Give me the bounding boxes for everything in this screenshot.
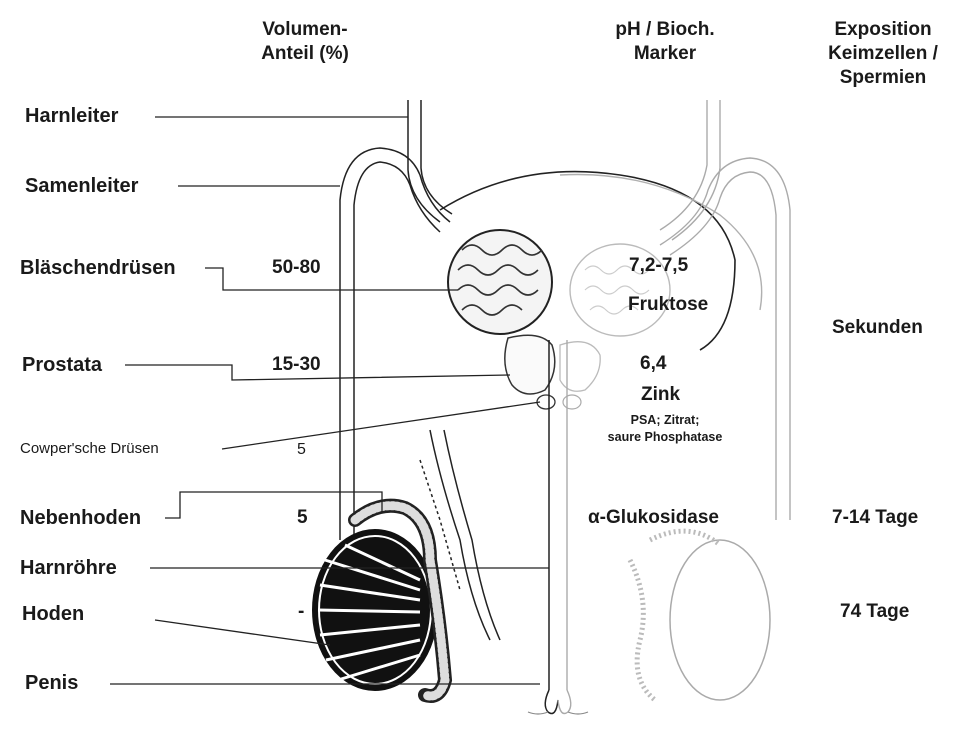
volume-blaeschendruesen: 50-80 (272, 257, 321, 279)
leader-hoden (155, 620, 330, 645)
header-exposure-line1: Exposition (812, 18, 954, 42)
label-penis: Penis (25, 672, 78, 695)
header-ph-line1: pH / Bioch. (590, 18, 740, 42)
ureter-right (660, 100, 720, 240)
header-volume: Volumen- Anteil (%) (235, 18, 375, 66)
volume-cowper: 5 (297, 441, 306, 459)
leader-cowper (222, 402, 540, 449)
volume-nebenhoden: 5 (297, 507, 308, 529)
label-harnroehre: Harnröhre (20, 557, 117, 580)
label-nebenhoden: Nebenhoden (20, 507, 141, 530)
header-exposure: Exposition Keimzellen / Spermien (812, 18, 954, 90)
testis-left (313, 530, 437, 690)
marker-prostata-sub: PSA; Zitrat; saure Phosphatase (580, 412, 750, 446)
marker-blaeschen-fruktose: Fruktose (628, 294, 708, 316)
vas-deferens-right (660, 158, 790, 520)
header-ph: pH / Bioch. Marker (590, 18, 740, 66)
prostate-right (560, 342, 600, 392)
testis-right (630, 531, 770, 700)
marker-nebenhoden: α-Glukosidase (588, 507, 719, 529)
exposure-hoden: 74 Tage (840, 601, 909, 623)
cowper-gland-right (563, 395, 581, 409)
label-samenleiter: Samenleiter (25, 175, 138, 198)
label-cowper: Cowper'sche Drüsen (20, 440, 159, 457)
volume-prostata: 15-30 (272, 354, 321, 376)
header-exposure-line3: Spermien (812, 66, 954, 90)
exposure-sekunden: Sekunden (832, 317, 923, 339)
seminal-vesicle-left (448, 230, 552, 334)
ureter-left (408, 100, 452, 222)
volume-hoden: - (298, 601, 304, 623)
exposure-nebenhoden: 7-14 Tage (832, 507, 918, 529)
marker-prostata-zink: Zink (641, 384, 680, 406)
marker-prostata-sub-line2: saure Phosphatase (580, 429, 750, 446)
prostate (505, 335, 555, 394)
label-blaeschendruesen: Bläschendrüsen (20, 257, 176, 280)
header-ph-line2: Marker (590, 42, 740, 66)
header-exposure-line2: Keimzellen / (812, 42, 954, 66)
leader-nebenhoden (165, 492, 382, 518)
urethra (528, 340, 588, 714)
label-hoden: Hoden (22, 603, 84, 626)
label-harnleiter: Harnleiter (25, 105, 118, 128)
leader-blaeschendruesen (205, 268, 458, 290)
header-volume-line1: Volumen- (235, 18, 375, 42)
marker-prostata-sub-line1: PSA; Zitrat; (580, 412, 750, 429)
header-volume-line2: Anteil (%) (235, 42, 375, 66)
marker-blaeschen-ph: 7,2-7,5 (629, 255, 688, 277)
bladder-outline-faded (560, 175, 762, 311)
marker-prostata-ph: 6,4 (640, 353, 666, 375)
label-prostata: Prostata (22, 354, 102, 377)
